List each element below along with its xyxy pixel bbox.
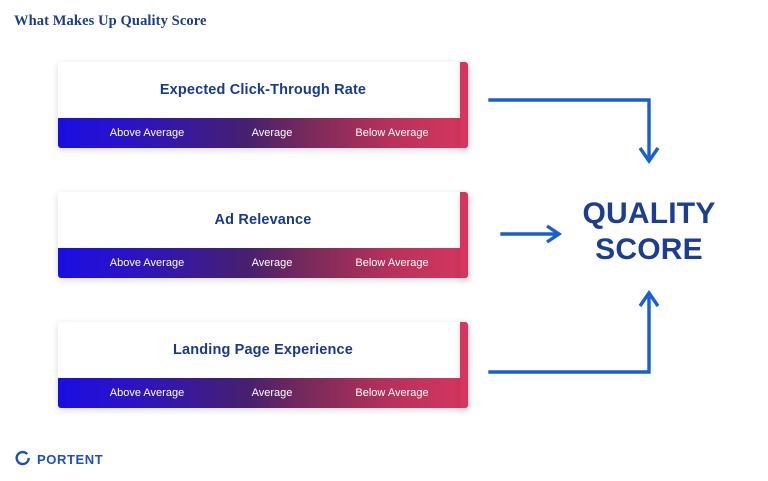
factor-card-landing-page-experience[interactable]: Landing Page Experience Above Average Av… — [58, 322, 468, 408]
rating-label-average: Average — [251, 387, 293, 399]
rating-label-below-average: Below Average — [355, 127, 429, 139]
ring-gap-icon — [15, 450, 30, 466]
card-surface: Landing Page Experience Above Average Av… — [58, 322, 468, 408]
rating-label-average: Average — [251, 127, 293, 139]
arrow-right-icon — [500, 224, 563, 244]
quality-score-line-2: SCORE — [595, 233, 703, 266]
rating-label-above-average: Above Average — [109, 127, 185, 139]
rating-gradient-bar — [58, 118, 468, 148]
portent-logo[interactable]: PORTENT — [14, 450, 103, 468]
portent-logo-text: PORTENT — [37, 451, 104, 467]
rating-label-below-average: Below Average — [355, 257, 429, 269]
card-header: Landing Page Experience — [58, 322, 468, 378]
factor-card-expected-ctr[interactable]: Expected Click-Through Rate Above Averag… — [58, 62, 468, 148]
rating-scale-labels: Above Average Average Below Average — [58, 118, 468, 148]
quality-score-line-1: QUALITY — [582, 197, 716, 230]
rating-label-above-average: Above Average — [109, 387, 185, 399]
rating-label-above-average: Above Average — [109, 257, 185, 269]
arrow-elbow-down-icon — [488, 98, 660, 164]
rating-gradient-bar — [58, 248, 468, 278]
factor-card-ad-relevance[interactable]: Ad Relevance Above Average Average Below… — [58, 192, 468, 278]
page-title: What Makes Up Quality Score — [14, 13, 207, 29]
rating-label-below-average: Below Average — [355, 387, 429, 399]
card-header: Expected Click-Through Rate — [58, 62, 468, 118]
card-accent-strip — [460, 62, 468, 148]
card-header: Ad Relevance — [58, 192, 468, 248]
quality-score-result: QUALITY SCORE — [568, 196, 730, 268]
card-title: Ad Relevance — [214, 212, 312, 228]
card-accent-strip — [460, 192, 468, 278]
card-accent-strip — [460, 322, 468, 408]
rating-gradient-bar — [58, 378, 468, 408]
card-title: Landing Page Experience — [173, 342, 353, 358]
card-surface: Ad Relevance Above Average Average Below… — [58, 192, 468, 278]
card-title: Expected Click-Through Rate — [159, 82, 367, 98]
rating-scale-labels: Above Average Average Below Average — [58, 248, 468, 278]
rating-label-average: Average — [251, 257, 293, 269]
rating-scale-labels: Above Average Average Below Average — [58, 378, 468, 408]
arrow-elbow-up-icon — [488, 290, 660, 374]
card-surface: Expected Click-Through Rate Above Averag… — [58, 62, 468, 148]
